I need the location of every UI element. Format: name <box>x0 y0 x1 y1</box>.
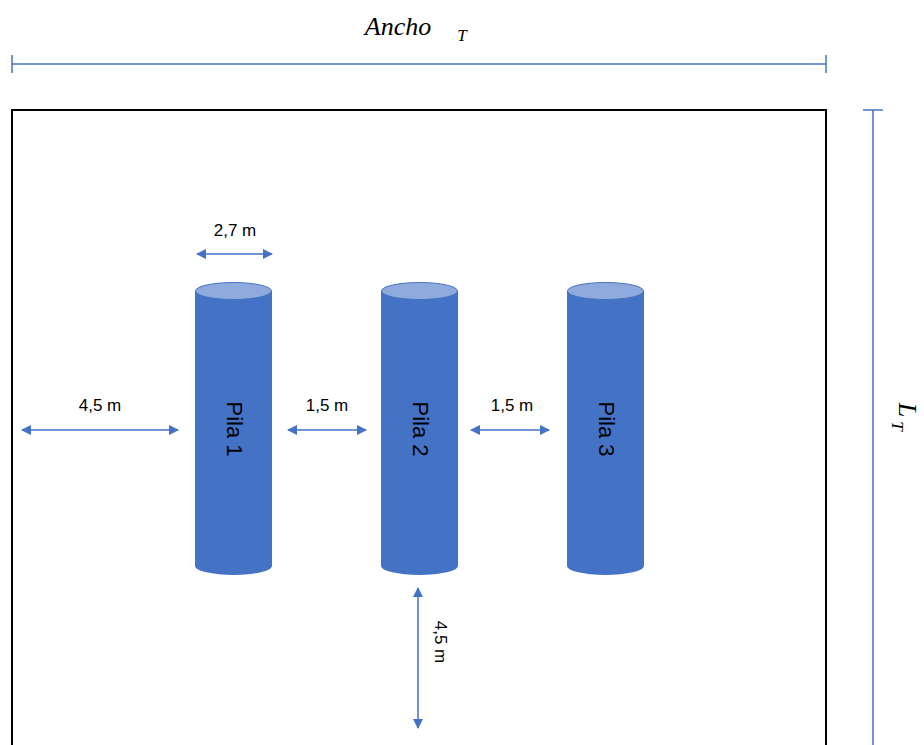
pile-label: Pila 2 <box>407 401 433 456</box>
subscript: T <box>457 26 466 46</box>
pile-label: Pila 3 <box>593 401 619 456</box>
pile-cylinder: Pila 2 <box>381 282 458 575</box>
length-symbol: L <box>892 403 922 417</box>
subscript: T <box>887 421 907 430</box>
dimension-label: 1,5 m <box>491 396 534 416</box>
pile-cylinder: Pila 1 <box>195 282 272 575</box>
dimension-label: 4,5 m <box>79 396 122 416</box>
terrain-outline <box>12 110 826 745</box>
dimension-lines <box>12 55 883 745</box>
dimension-label: 2,7 m <box>214 221 257 241</box>
dimension-label: 4,5 m <box>430 621 450 664</box>
pile-label: Pila 1 <box>221 401 247 456</box>
pile-cylinder: Pila 3 <box>567 282 644 575</box>
width-symbol: Ancho <box>365 12 431 42</box>
dimension-label: 1,5 m <box>306 396 349 416</box>
